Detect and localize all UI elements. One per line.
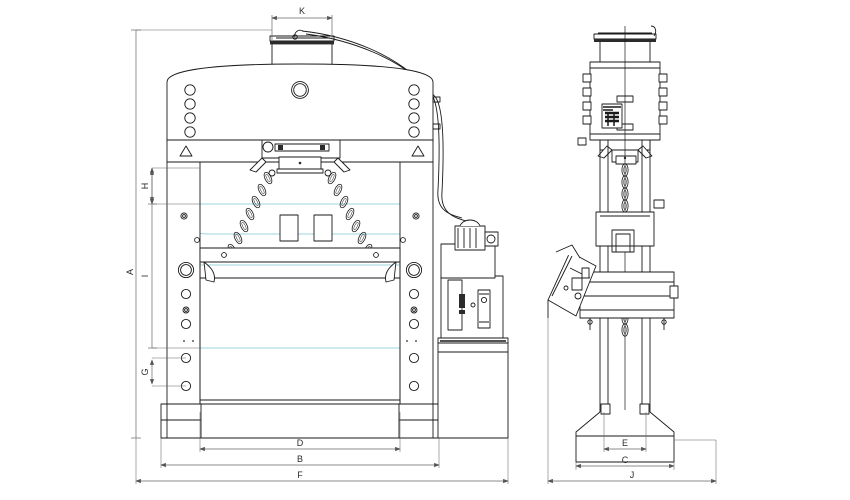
left-column [166, 161, 201, 413]
dimension-label-E: E [622, 438, 628, 448]
base-beam [160, 403, 440, 439]
dimension-label-G: G [140, 368, 150, 375]
dimension-label-J: J [630, 470, 635, 480]
warning-triangle-left [179, 145, 193, 157]
dimension-H [149, 167, 200, 205]
warning-triangle-right [411, 145, 425, 157]
dimension-D [199, 412, 401, 452]
dimension-F [135, 438, 509, 484]
ram-platen [166, 139, 434, 177]
front-elevation-view [160, 29, 509, 439]
flared-base [575, 403, 675, 463]
dimension-label-C: C [622, 455, 629, 465]
dimension-label-H: H [140, 183, 150, 190]
work-table-bolster [579, 199, 679, 330]
hydraulic-cylinder-top [269, 29, 335, 73]
nameplate-label [601, 103, 623, 129]
dimension-label-F: F [297, 470, 303, 480]
right-column [399, 161, 434, 413]
dimension-J [547, 318, 717, 484]
dimension-K [271, 15, 333, 40]
dimension-label-I: I [140, 275, 150, 278]
dimension-C [575, 462, 675, 470]
dimension-E [603, 412, 647, 452]
side-elevation-view [547, 25, 679, 463]
dimension-label-A: A [125, 269, 135, 275]
dimension-label-D: D [297, 438, 304, 448]
dimension-label-K: K [299, 6, 305, 16]
dimension-set-side [547, 318, 717, 484]
hose-line [301, 30, 467, 222]
dimension-G [149, 357, 186, 387]
dimension-I [148, 203, 200, 349]
dimension-set-front [131, 15, 509, 484]
crown-head-beam [166, 63, 441, 143]
hydraulic-power-unit [437, 219, 509, 439]
work-blocks [279, 214, 333, 242]
dimension-label-B: B [297, 454, 303, 464]
control-console [547, 244, 597, 318]
dimension-B [160, 438, 440, 468]
